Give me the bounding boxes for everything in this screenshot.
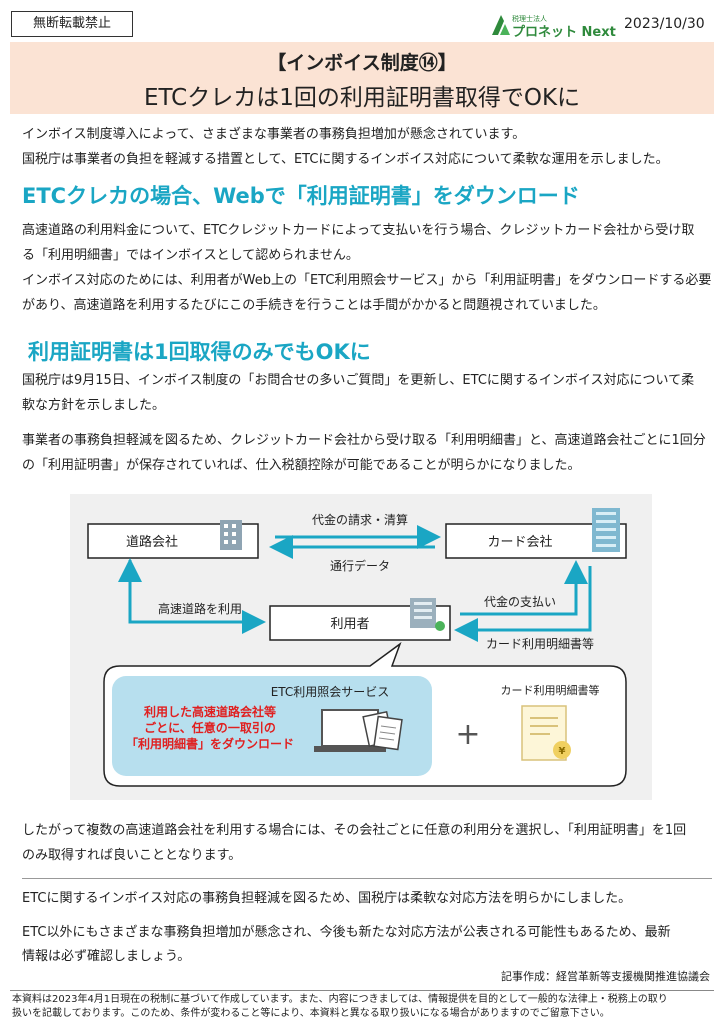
conclusion-line2: のみ取得すれば良いこととなります。	[22, 848, 242, 863]
card-statement-doc-label: カード利用明細書等	[501, 683, 600, 697]
documents-icon	[362, 710, 403, 751]
footer-divider	[10, 990, 714, 991]
no-reproduction-notice: 無断転載禁止	[11, 11, 133, 37]
section2-p2-line2: の「利用証明書」が保存されていれば、仕入税額控除が可能であることが明らかになりま…	[22, 458, 581, 473]
page-title: ETCクレカは1回の利用証明書取得でOKに	[143, 85, 581, 111]
section1-heading: ETCクレカの場合、Webで「利用証明書」をダウンロード	[22, 184, 580, 208]
section1-p1-line1: 高速道路の利用料金について、ETCクレジットカードによって支払いを行う場合、クレ…	[22, 223, 695, 238]
download-note-line1: 利用した高速道路会社等	[144, 704, 276, 719]
title-band: 【インボイス制度⑭】 ETCクレカは1回の利用証明書取得でOKに	[10, 42, 714, 114]
company-logo: 税理士法人 プロネット Next	[490, 12, 620, 40]
logo-name: プロネット Next	[512, 25, 616, 40]
intro-paragraph-2: 国税庁は事業者の負担を軽減する措置として、ETCに関するインボイス対応について柔…	[22, 152, 669, 167]
publish-date: 2023/10/30	[624, 16, 705, 32]
section2-p1-line2: 軟な方針を示しました。	[22, 398, 166, 413]
section1-p2-line1: インボイス対応のためには、利用者がWeb上の「ETC利用照会サービス」から「利用…	[22, 273, 712, 288]
disclaimer: 本資料は2023年4月1日現在の税制に基づいて作成しています。また、内容につきま…	[12, 993, 712, 1021]
download-note-line2: ごとに、任意の一取引の	[144, 720, 276, 735]
etc-flow-diagram-svg: 道路会社 カード会社 代金の請求・清算 通行データ 利用者 高速道路を利用 代金…	[87, 508, 627, 787]
plus-icon: +	[455, 717, 480, 752]
section2-heading: 利用証明書は1回取得のみでもOKに	[28, 340, 371, 364]
payment-arrow	[460, 560, 588, 616]
intro-paragraph-1: インボイス制度導入によって、さまざまな事業者の事務負担増加が懸念されています。	[22, 127, 526, 142]
download-note-line3: 「利用明細書」をダウンロード	[126, 736, 294, 751]
article-credit: 記事作成：経営革新等支援機関推進協議会	[501, 970, 710, 983]
logo-subtitle: 税理士法人	[512, 15, 547, 23]
payment-label: 代金の支払い	[484, 594, 556, 609]
summary-paragraph-1: ETCに関するインボイス対応の事務負担軽減を図るため、国税庁は柔軟な対応方法を明…	[22, 891, 632, 906]
user-label: 利用者	[330, 617, 369, 632]
summary-p2-line1: ETC以外にもさまざまな事務負担増加が懸念され、今後も新たな対応方法が公表される…	[22, 925, 671, 940]
card-statement-arrow-label: カード利用明細書等	[486, 637, 594, 651]
receipt-icon	[521, 705, 571, 761]
card-statement-arrow	[454, 566, 592, 642]
road-company-label: 道路会社	[126, 534, 178, 550]
user-building-icon	[410, 598, 445, 631]
card-company-label: カード会社	[487, 534, 552, 550]
logo-mark-icon	[492, 15, 510, 35]
office-building-icon	[220, 520, 242, 550]
yen-coin-icon: ¥	[559, 746, 566, 757]
summary-divider	[22, 878, 712, 879]
etc-service-label: ETC利用照会サービス	[271, 685, 390, 699]
disclaimer-line1: 本資料は2023年4月1日現在の税制に基づいて作成しています。また、内容につきま…	[12, 994, 668, 1005]
toll-data-label: 通行データ	[330, 558, 390, 573]
billing-label: 代金の請求・清算	[312, 512, 408, 527]
series-title: 【インボイス制度⑭】	[267, 52, 457, 74]
tower-building-icon	[592, 508, 620, 552]
conclusion-line1: したがって複数の高速道路会社を利用する場合には、その会社ごとに任意の利用分を選択…	[22, 823, 687, 838]
section1-p2-line2: があり、高速道路を利用するたびにこの手続きを行うことは手間がかかると問題視されて…	[22, 298, 606, 313]
disclaimer-line2: 扱いを記載しております。このため、条件が変わること等により、本資料と異なる取り扱…	[12, 1008, 610, 1019]
summary-p2-line2: 情報は必ず確認しましょう。	[22, 949, 191, 964]
section2-p1-line1: 国税庁は9月15日、インボイス制度の「お問合せの多いご質問」を更新し、ETCに関…	[22, 373, 695, 388]
use-highway-label: 高速道路を利用	[158, 601, 242, 616]
section1-p1-line2: る「利用明細書」ではインボイスとして認められません。	[22, 248, 359, 263]
section2-p2-line1: 事業者の事務負担軽減を図るため、クレジットカード会社から受け取る「利用明細書」と…	[22, 433, 706, 448]
